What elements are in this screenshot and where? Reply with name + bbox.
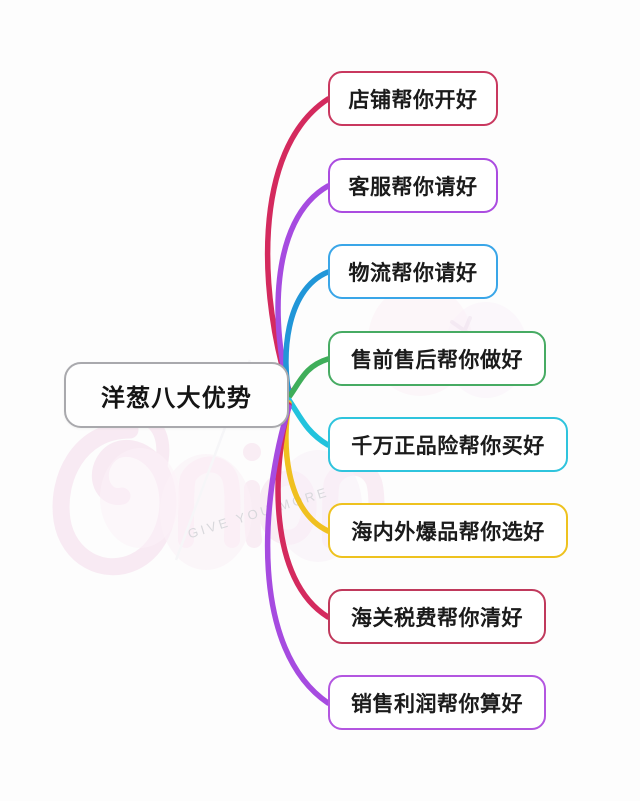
branch-node-5[interactable]: 千万正品险帮你买好: [328, 417, 568, 472]
watermark-tagline: GIVE YOU MORE: [186, 484, 331, 542]
branch-node-label: 客服帮你请好: [348, 174, 478, 199]
branch-node-label: 销售利润帮你算好: [351, 691, 523, 716]
branch-node-4[interactable]: 售前售后帮你做好: [328, 331, 546, 386]
branch-node-3[interactable]: 物流帮你请好: [328, 244, 498, 299]
central-node-label: 洋葱八大优势: [100, 383, 253, 412]
branch-node-label: 店铺帮你开好: [348, 87, 478, 112]
connector-5: [286, 397, 331, 448]
branch-node-8[interactable]: 销售利润帮你算好: [328, 675, 546, 730]
branch-node-label: 海内外爆品帮你选好: [351, 519, 545, 544]
connector-6: [283, 400, 331, 534]
branch-node-2[interactable]: 客服帮你请好: [328, 158, 498, 213]
branch-node-label: 售前售后帮你做好: [351, 347, 523, 372]
central-node[interactable]: 洋葱八大优势: [64, 362, 289, 428]
connector-8: [264, 404, 331, 706]
connector-7: [275, 402, 331, 620]
branch-node-7[interactable]: 海关税费帮你清好: [328, 589, 546, 644]
connector-1: [264, 96, 331, 393]
connector-2: [275, 183, 331, 395]
branch-node-label: 海关税费帮你清好: [351, 605, 523, 630]
branch-node-6[interactable]: 海内外爆品帮你选好: [328, 503, 568, 558]
connector-4: [286, 356, 331, 400]
branch-node-label: 物流帮你请好: [348, 260, 478, 285]
branch-node-label: 千万正品险帮你买好: [351, 433, 545, 458]
branch-node-1[interactable]: 店铺帮你开好: [328, 71, 498, 126]
connector-3: [283, 269, 331, 397]
